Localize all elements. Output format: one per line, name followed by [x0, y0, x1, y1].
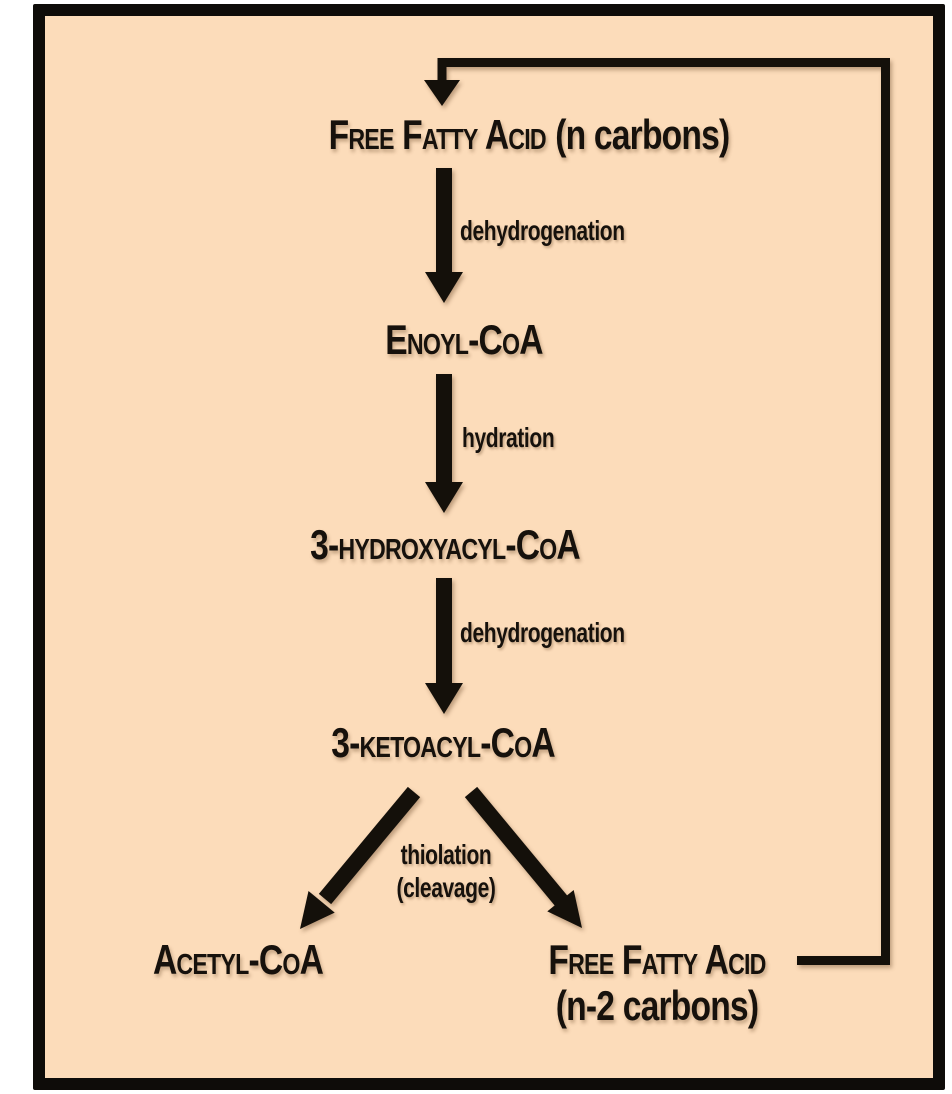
- arrow-thiolation-right: [464, 786, 570, 909]
- diagram-panel: [33, 4, 945, 1090]
- arrow-thiolation-left-head-icon: [300, 891, 335, 929]
- node-enoyl-coa-label: Enoyl-CoA: [385, 316, 543, 363]
- step-label-dehydrogenation-1: dehydrogenation: [460, 215, 625, 246]
- arrow-thiolation-right-head-icon: [547, 890, 582, 928]
- arrow-hydration-head-icon: [425, 482, 463, 513]
- node-free-fatty-acid-n2: Free Fatty Acid (n-2 carbons): [457, 937, 857, 1029]
- recycle-loop-line: [437, 58, 890, 965]
- node-free-fatty-acid-n2-suffix: (n-2 carbons): [555, 982, 759, 1029]
- arrow-thiolation-left: [318, 786, 421, 905]
- arrow-dehydrogenation-2-head-icon: [425, 683, 463, 714]
- node-3-hydroxyacyl-coa: 3-hydroxyacyl-CoA: [245, 522, 645, 568]
- node-acetyl-coa-label: Acetyl-CoA: [152, 936, 324, 983]
- recycle-loop-arrowhead-icon: [424, 80, 460, 106]
- step-label-thiolation-line2: (cleavage): [396, 872, 496, 903]
- node-free-fatty-acid-n: Free Fatty Acid(n carbons): [321, 112, 737, 158]
- step-label-dehydrogenation-2: dehydrogenation: [460, 617, 625, 648]
- node-free-fatty-acid-n2-label: Free Fatty Acid: [548, 936, 766, 983]
- step-label-hydration: hydration: [462, 422, 555, 453]
- node-enoyl-coa: Enoyl-CoA: [264, 317, 664, 363]
- step-label-thiolation: thiolation (cleavage): [296, 838, 596, 904]
- node-3-ketoacyl-coa: 3-ketoacyl-CoA: [243, 720, 643, 766]
- node-free-fatty-acid-n-suffix: (n carbons): [555, 111, 730, 158]
- node-free-fatty-acid-n-label: Free Fatty Acid: [328, 111, 547, 158]
- step-label-thiolation-line1: thiolation: [400, 839, 492, 870]
- node-acetyl-coa: Acetyl-CoA: [38, 937, 438, 983]
- node-3-hydroxyacyl-coa-label: 3-hydroxyacyl-CoA: [310, 521, 581, 568]
- arrow-dehydrogenation-1-head-icon: [425, 272, 463, 303]
- node-3-ketoacyl-coa-label: 3-ketoacyl-CoA: [331, 719, 555, 766]
